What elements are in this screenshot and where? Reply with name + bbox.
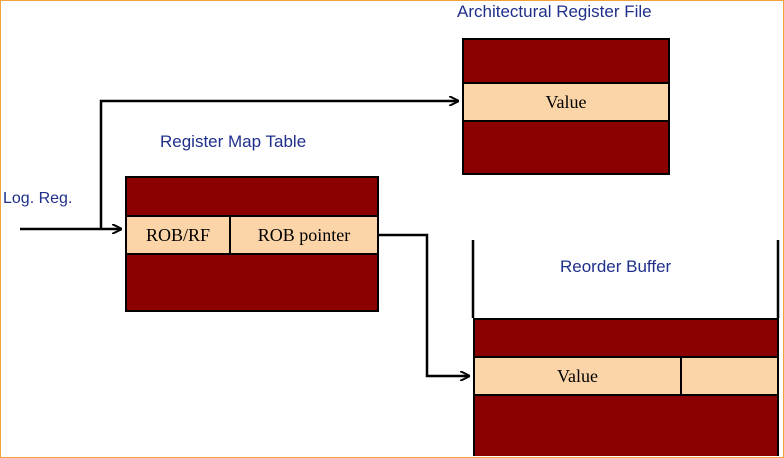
log-reg-label: Log. Reg. [3, 190, 73, 207]
arf-title: Architectural Register File [457, 2, 652, 21]
rob-extra-field [680, 356, 779, 396]
rob-pointer-arrow [379, 233, 469, 376]
rob-value-field: Value [473, 356, 682, 396]
rmt-rob-pointer-field: ROB pointer [229, 215, 379, 255]
arf-value-field: Value [462, 82, 670, 122]
arf-lookup-arrow [99, 101, 458, 229]
rmt-title: Register Map Table [160, 132, 307, 151]
rob-title: Reorder Buffer [560, 257, 672, 276]
